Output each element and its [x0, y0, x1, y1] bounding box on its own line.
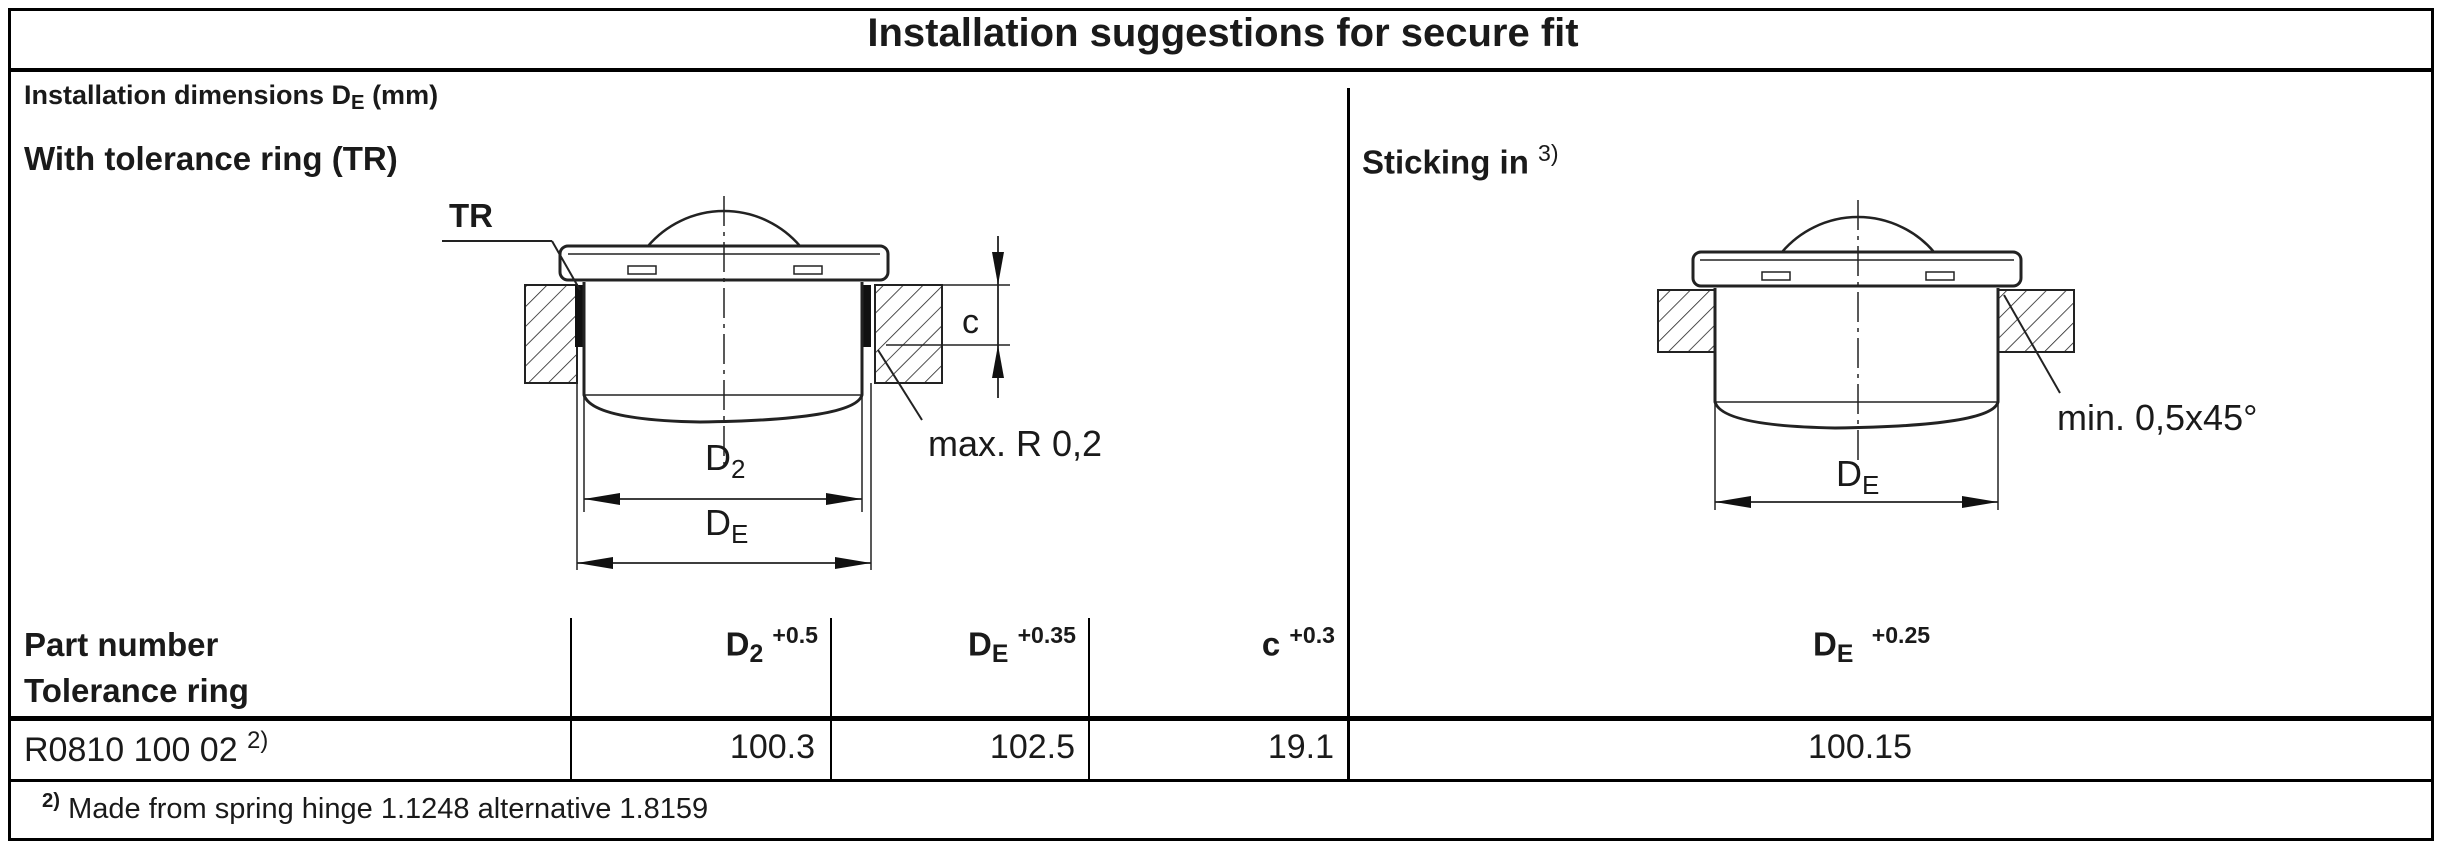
d2-cell: 100.3	[729, 728, 815, 766]
sticking-in-drawing: min. 0,5x45° DE	[1657, 200, 2258, 510]
c-header: c +0.3	[1261, 622, 1335, 663]
tolerance-ring-heading: With tolerance ring (TR)	[24, 140, 398, 177]
col-divider-1	[570, 618, 572, 780]
part-number-header: Part number Tolerance ring	[24, 626, 249, 709]
d2-header: D2 +0.5	[725, 622, 818, 668]
sticking-in-heading: Sticking in 3)	[1362, 140, 1559, 181]
col-divider-3	[1088, 618, 1090, 780]
section-divider	[1347, 88, 1350, 780]
header-divider	[8, 716, 2434, 721]
title-divider	[8, 68, 2434, 72]
de-sticking-cell: 100.15	[1808, 728, 1912, 766]
housing-right-hatch	[1997, 289, 2075, 353]
flange	[1691, 250, 2023, 288]
c-cell: 19.1	[1267, 728, 1334, 766]
page-title: Installation suggestions for secure fit	[867, 11, 1579, 55]
installation-dimensions-label: Installation dimensions DE (mm)	[24, 80, 439, 115]
de-label: DE	[1836, 453, 1879, 500]
housing-left-hatch	[524, 284, 578, 384]
part-number-cell: R0810 100 02 2)	[24, 727, 269, 770]
de-sticking-header: DE +0.25	[1813, 622, 1931, 668]
housing-left-hatch	[1657, 289, 1716, 353]
d2-label: D2	[705, 437, 745, 484]
housing-right-hatch	[874, 284, 943, 384]
tolerance-ring-drawing: TR c max. R 0,2 D2 DE	[442, 196, 1102, 570]
table-frame	[8, 8, 2434, 841]
chamfer-note: min. 0,5x45°	[2057, 397, 2258, 438]
col-divider-2	[830, 618, 832, 780]
de-label: DE	[705, 502, 748, 549]
c-label: c	[962, 303, 979, 341]
row-divider	[8, 779, 2434, 782]
de-cell: 102.5	[989, 728, 1075, 766]
tolerance-ring-right	[862, 285, 871, 347]
tolerance-ring-left	[575, 285, 584, 347]
housing-body	[1713, 288, 2000, 430]
radius-note: max. R 0,2	[928, 423, 1102, 464]
de-header: DE +0.35	[968, 622, 1076, 668]
footnote: 2) Made from spring hinge 1.1248 alterna…	[42, 790, 709, 826]
tr-label: TR	[449, 197, 493, 234]
housing-body	[582, 282, 864, 424]
